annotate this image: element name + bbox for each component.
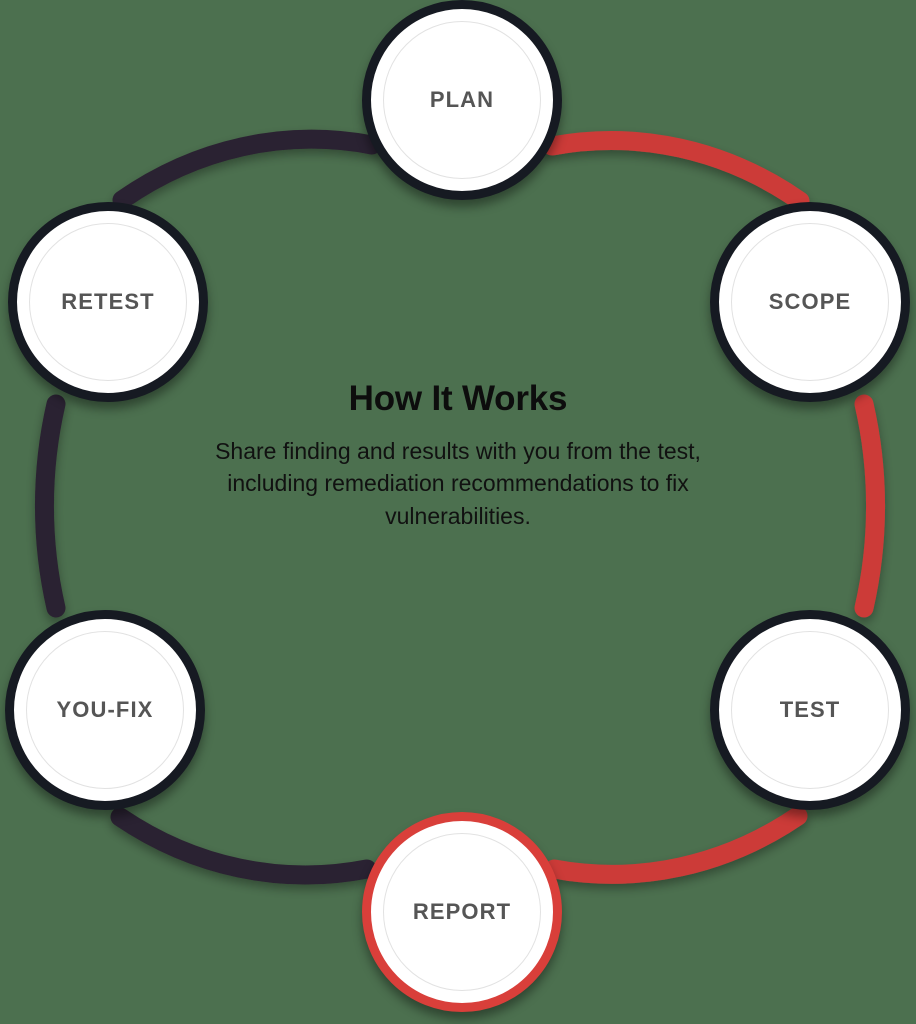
arc-plan-to-scope [542,131,810,211]
cycle-node-plan[interactable]: PLAN [362,0,562,200]
arc-scope-to-test [854,394,885,618]
cycle-node-scope[interactable]: SCOPE [710,202,910,402]
cycle-node-label-you-fix: YOU-FIX [56,697,154,722]
arc-test-to-report [544,806,808,884]
cycle-node-label-retest: RETEST [61,289,155,314]
cycle-node-label-scope: SCOPE [768,289,852,314]
arc-report-to-youfix [110,807,377,885]
cycle-node-label-test: TEST [779,697,841,722]
cycle-node-retest[interactable]: RETEST [8,202,208,402]
arc-retest-to-plan [112,129,382,210]
cycle-node-report[interactable]: REPORT [362,812,562,1012]
cycle-node-you-fix[interactable]: YOU-FIX [5,610,205,810]
arc-youfix-to-retest [35,394,66,618]
cycle-node-test[interactable]: TEST [710,610,910,810]
cycle-node-label-report: REPORT [412,899,512,924]
cycle-node-label-plan: PLAN [429,87,495,112]
